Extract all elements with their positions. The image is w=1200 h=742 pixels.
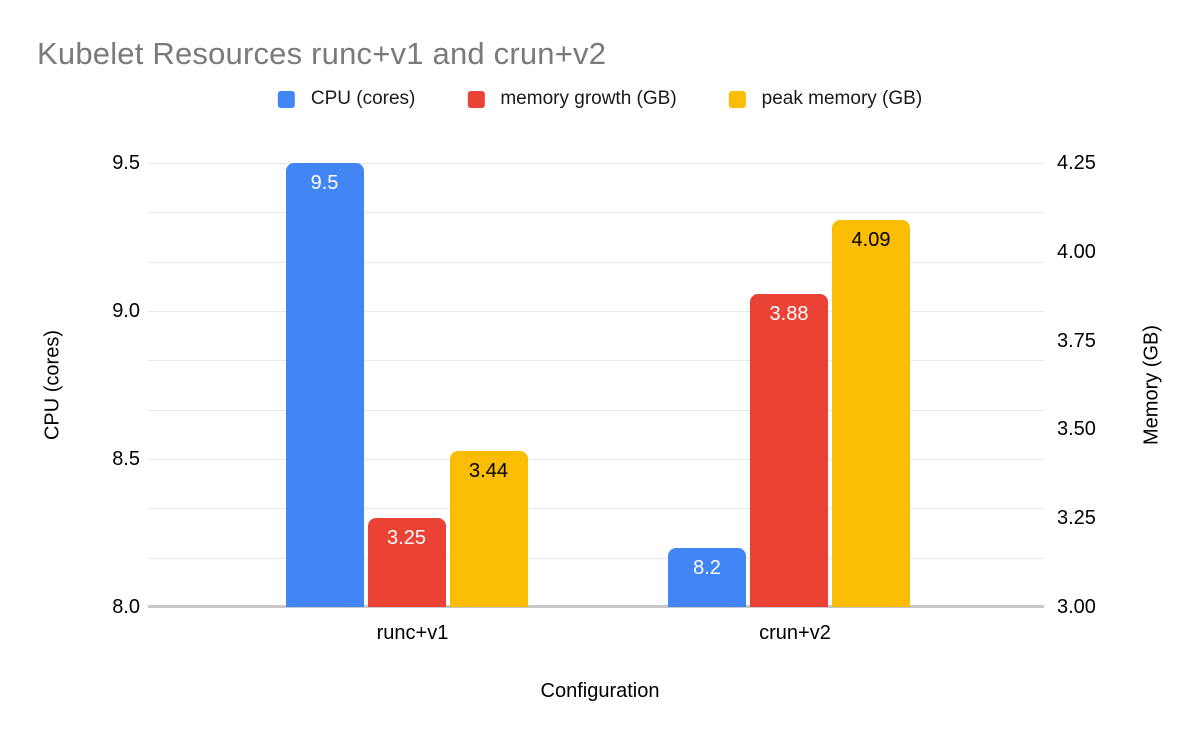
left-axis-tick: 8.0 (112, 596, 140, 618)
left-axis-title: CPU (cores) (41, 329, 64, 441)
bar-cpu-cores-crun-v2: 8.2 (668, 547, 746, 607)
right-axis-tick: 3.25 (1057, 507, 1096, 530)
gridline (148, 508, 1044, 510)
gridline (148, 459, 1044, 460)
legend-item-memory-growth-gb: memory growth (GB) (467, 88, 677, 110)
x-category-label-runc-v1: runc+v1 (376, 622, 449, 644)
gridline (148, 311, 1044, 312)
legend-label: memory growth (GB) (500, 88, 677, 109)
bar-value-label: 3.44 (469, 459, 508, 482)
bar-cpu-cores-runc-v1: 9.5 (285, 163, 364, 607)
right-axis-tick: 3.50 (1057, 418, 1096, 441)
bar-memory-growth-gb-runc-v1: 3.25 (367, 518, 446, 607)
gridline (148, 261, 1044, 263)
legend-swatch-icon (467, 90, 485, 108)
x-axis-title: Configuration (540, 680, 660, 702)
gridline (148, 409, 1044, 411)
gridline (148, 360, 1044, 362)
plot-area: 9.5 3.25 3.44 8.2 3.88 4.09 (148, 163, 1044, 608)
left-axis-tick: 9.5 (112, 152, 140, 174)
x-category-label-crun-v2: crun+v2 (759, 622, 831, 644)
legend: CPU (cores) memory growth (GB) peak memory… (277, 88, 923, 110)
gridline (148, 163, 1044, 164)
x-axis-line (148, 605, 1044, 608)
legend-swatch-icon (277, 90, 295, 108)
legend-item-cpu-cores: CPU (cores) (277, 88, 416, 110)
legend-label: peak memory (GB) (761, 88, 923, 109)
right-axis-title: Memory (GB) (1140, 325, 1163, 445)
chart-title: Kubelet Resources runc+v1 and crun+v2 (37, 36, 607, 71)
bar-memory-growth-gb-crun-v2: 3.88 (750, 294, 828, 607)
bar-value-label: 3.88 (769, 303, 809, 326)
left-axis-tick: 9.0 (112, 300, 140, 322)
gridline (148, 557, 1044, 559)
bar-peak-memory-gb-crun-v2: 4.09 (832, 219, 910, 607)
right-axis-tick: 3.00 (1057, 596, 1096, 618)
bar-value-label: 4.09 (851, 228, 891, 251)
bar-value-label: 9.5 (310, 172, 339, 194)
legend-label: CPU (cores) (310, 88, 416, 109)
gridline (148, 212, 1044, 214)
left-axis-tick: 8.5 (112, 448, 140, 470)
bar-value-label: 3.25 (387, 527, 426, 550)
legend-item-peak-memory-gb: peak memory (GB) (728, 88, 923, 110)
bar-peak-memory-gb-runc-v1: 3.44 (449, 450, 528, 607)
right-axis-tick: 4.00 (1057, 240, 1096, 263)
right-axis-tick: 3.75 (1057, 329, 1096, 352)
legend-swatch-icon (728, 90, 746, 108)
bar-value-label: 8.2 (693, 556, 721, 579)
right-axis-tick: 4.25 (1057, 152, 1096, 174)
